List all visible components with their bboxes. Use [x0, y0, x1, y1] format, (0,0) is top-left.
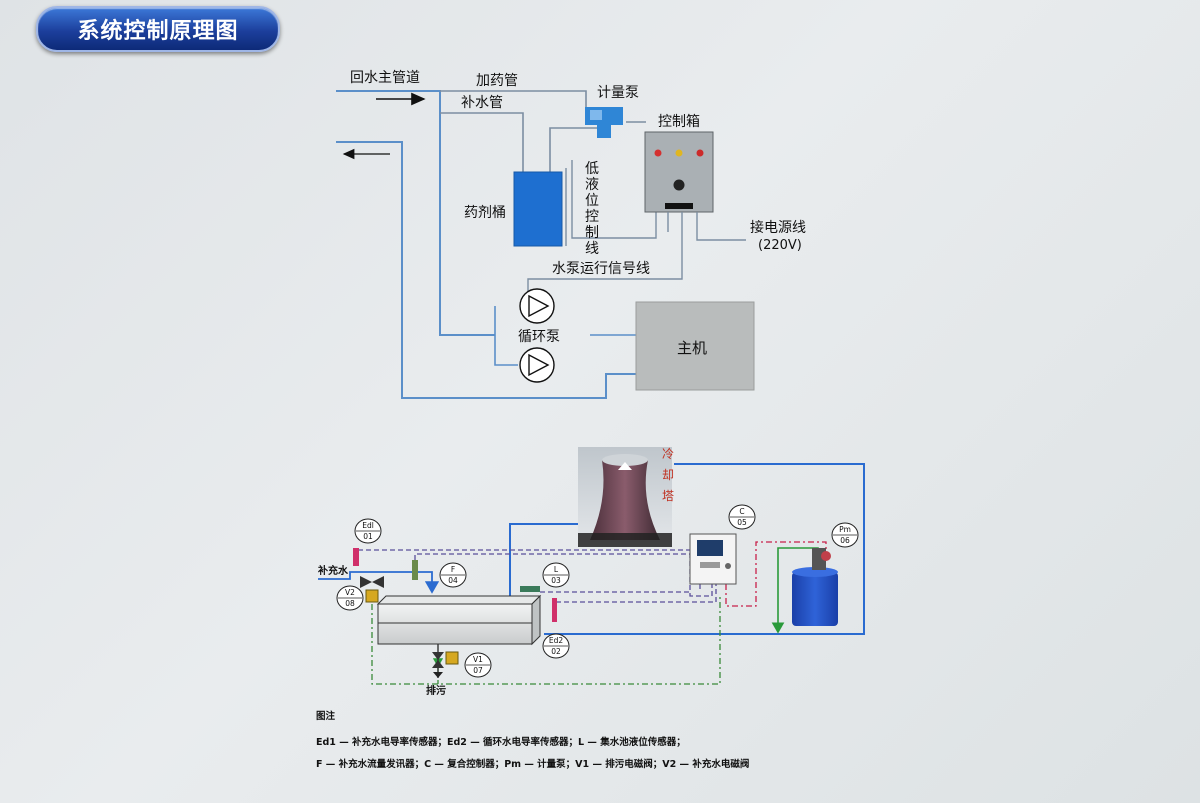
tower-return-pipe — [544, 463, 865, 635]
tag-f: F 04 — [439, 562, 467, 588]
tag-ed1: Edl 01 — [354, 518, 382, 544]
tag-v2: V2 08 — [336, 585, 364, 611]
label-drain: 排污 — [426, 684, 446, 697]
v1-actuator — [445, 651, 459, 665]
makeup-inflow-pipe — [318, 571, 440, 594]
level-control-wire — [571, 160, 657, 239]
signal-line-ed1 — [355, 549, 701, 590]
metering-pump — [585, 107, 623, 138]
makeup-pipe-line — [440, 112, 524, 172]
label-low-level-3: 位 — [585, 193, 599, 209]
signal-line-ed2 — [556, 584, 717, 603]
ed1-probe — [353, 548, 359, 566]
label-makeup-water: 补充水 — [317, 564, 349, 577]
tag-pm: Pm 06 — [831, 522, 859, 548]
tag-v1: V1 07 — [464, 652, 492, 678]
tower-supply-pipe — [502, 523, 578, 610]
chem-tank — [513, 171, 563, 247]
tag-v1-num: 07 — [473, 666, 483, 675]
composite-controller — [689, 533, 737, 585]
tag-v2-num: 08 — [345, 599, 355, 608]
signal-line-valves — [371, 594, 721, 685]
bottom-schematic: 冷 却 塔 — [317, 447, 865, 697]
tag-f-num: 04 — [448, 576, 458, 585]
tag-v1-code: V1 — [473, 655, 483, 664]
label-host: 主机 — [677, 339, 707, 357]
tag-ed2-num: 02 — [551, 647, 561, 656]
pump-bypass-loop — [494, 306, 518, 366]
tag-v2-code: V2 — [345, 588, 355, 597]
tower-label-2: 却 — [662, 468, 674, 482]
label-pump-signal: 水泵运行信号线 — [552, 261, 650, 277]
tag-c-code: C — [739, 507, 744, 516]
tag-pm-num: 06 — [840, 536, 850, 545]
label-makeup-pipe: 补水管 — [461, 95, 503, 111]
label-low-level-1: 低 — [585, 161, 599, 177]
v2-actuator — [365, 589, 379, 603]
legend-line-2: F — 补充水流量发讯器；C — 复合控制器；Pm — 计量泵；V1 — 排污电… — [316, 759, 750, 770]
title-badge: 系统控制原理图 — [36, 6, 280, 52]
circ-pump-lower — [519, 347, 555, 383]
collection-basin — [376, 594, 542, 646]
ed2-probe — [552, 598, 557, 622]
tag-ed2-code: Ed2 — [549, 636, 563, 645]
label-control-box: 控制箱 — [658, 114, 700, 130]
control-box — [644, 131, 714, 213]
label-circ-pump: 循环泵 — [518, 329, 560, 345]
label-dosing-pipe: 加药管 — [476, 73, 518, 89]
tag-c-num: 05 — [737, 518, 747, 527]
f-probe — [412, 560, 418, 580]
l-probe — [520, 586, 540, 592]
top-schematic: 回水主管道 加药管 补水管 计量泵 控制箱 药剂桶 低 液 位 控 制 线 接电… — [336, 70, 806, 399]
tower-label-3: 塔 — [662, 489, 674, 503]
v1-valve — [432, 644, 444, 678]
tag-f-code: F — [451, 565, 455, 574]
legend-title: 图注 — [316, 711, 336, 722]
circ-pump-upper — [519, 288, 555, 324]
tag-l: L 03 — [542, 562, 570, 588]
label-power-line: 接电源线 — [750, 219, 806, 236]
tag-c: C 05 — [728, 504, 756, 530]
host-unit — [635, 301, 755, 391]
tower-label-1: 冷 — [662, 447, 674, 461]
supply-pipe — [336, 141, 636, 399]
signal-line-pm — [725, 541, 827, 607]
tag-ed1-code: Edl — [362, 521, 374, 530]
cooling-tower — [578, 447, 672, 547]
page-title: 系统控制原理图 — [77, 19, 239, 44]
tag-l-code: L — [554, 565, 559, 574]
label-voltage: (220V) — [758, 238, 802, 253]
tag-ed1-num: 01 — [363, 532, 373, 541]
pump-signal-wire — [527, 212, 683, 296]
dosing-pipe-line — [440, 90, 587, 112]
tag-l-num: 03 — [551, 576, 561, 585]
label-metering-pump: 计量泵 — [597, 85, 639, 101]
label-return-main: 回水主管道 — [350, 70, 420, 86]
label-low-level-2: 液 — [585, 177, 599, 193]
label-chem-tank: 药剂桶 — [464, 205, 506, 221]
legend-line-1: Ed1 — 补充水电导率传感器；Ed2 — 循环水电导率传感器；L — 集水池液… — [316, 737, 686, 748]
signal-line-l — [540, 584, 713, 597]
pump-to-tank-line — [549, 127, 600, 172]
tag-ed2: Ed2 02 — [542, 633, 570, 659]
label-low-level-6: 线 — [585, 241, 599, 257]
tag-pm-code: Pm — [839, 525, 851, 534]
return-main-pipe — [336, 90, 495, 336]
label-low-level-4: 控 — [585, 209, 599, 225]
power-wire — [696, 212, 746, 241]
v2-valve — [360, 576, 384, 588]
label-low-level-5: 制 — [585, 225, 599, 241]
dosing-tank — [792, 548, 838, 626]
